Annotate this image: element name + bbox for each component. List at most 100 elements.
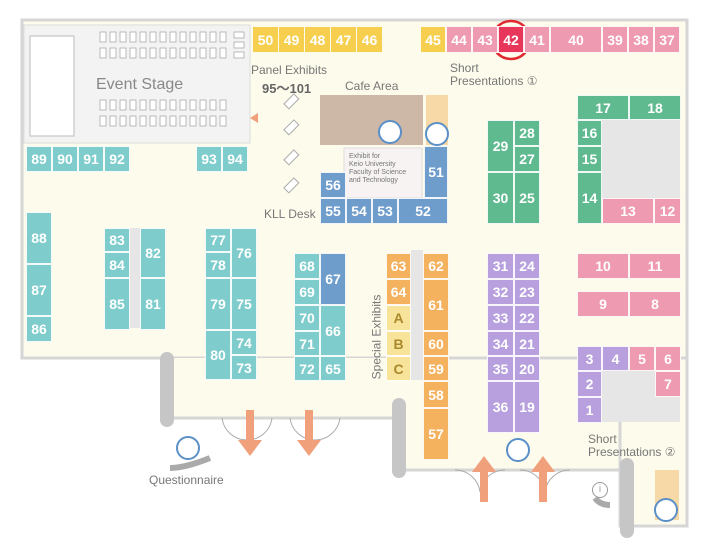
kll-desk-label: KLL Desk bbox=[264, 207, 316, 221]
booth-41[interactable]: 41 bbox=[524, 26, 550, 53]
special-booth-b[interactable]: B bbox=[386, 331, 411, 356]
booth-49[interactable]: 49 bbox=[278, 26, 305, 53]
booth-7[interactable]: 7 bbox=[655, 371, 681, 397]
booth-43[interactable]: 43 bbox=[472, 26, 498, 53]
questionnaire-label: Questionnaire bbox=[149, 473, 224, 487]
booth-39[interactable]: 39 bbox=[602, 26, 628, 53]
booth-29[interactable]: 29 bbox=[487, 120, 514, 172]
booth-88[interactable]: 88 bbox=[26, 212, 52, 264]
booth-67[interactable]: 67 bbox=[320, 253, 346, 305]
booth-78[interactable]: 78 bbox=[205, 252, 231, 278]
booth-93[interactable]: 93 bbox=[196, 146, 222, 172]
booth-9[interactable]: 9 bbox=[577, 291, 629, 317]
booth-71[interactable]: 71 bbox=[294, 331, 320, 356]
booth-52[interactable]: 52 bbox=[398, 198, 448, 224]
booth-1[interactable]: 1 bbox=[577, 397, 602, 423]
booth-60[interactable]: 60 bbox=[423, 331, 449, 356]
booth-35[interactable]: 35 bbox=[487, 356, 514, 381]
booth-53[interactable]: 53 bbox=[372, 198, 398, 224]
booth-14[interactable]: 14 bbox=[577, 172, 602, 224]
booth-74[interactable]: 74 bbox=[231, 330, 257, 355]
booth-55[interactable]: 55 bbox=[320, 198, 346, 224]
booth-3[interactable]: 3 bbox=[577, 346, 602, 371]
booth-21[interactable]: 21 bbox=[514, 331, 540, 356]
booth-18[interactable]: 18 bbox=[629, 95, 681, 120]
booth-91[interactable]: 91 bbox=[78, 146, 104, 172]
booth-94[interactable]: 94 bbox=[222, 146, 248, 172]
special-booth-c[interactable]: C bbox=[386, 356, 411, 381]
info-icon: i bbox=[592, 482, 608, 498]
booth-4[interactable]: 4 bbox=[602, 346, 629, 371]
booth-59[interactable]: 59 bbox=[423, 356, 449, 381]
booth-68[interactable]: 68 bbox=[294, 253, 320, 279]
booth-87[interactable]: 87 bbox=[26, 264, 52, 316]
booth-80[interactable]: 80 bbox=[205, 330, 231, 380]
booth-25[interactable]: 25 bbox=[514, 172, 540, 224]
booth-32[interactable]: 32 bbox=[487, 279, 514, 305]
booth-92[interactable]: 92 bbox=[104, 146, 130, 172]
booth-40[interactable]: 40 bbox=[550, 26, 602, 53]
booth-86[interactable]: 86 bbox=[26, 316, 52, 342]
booth-45[interactable]: 45 bbox=[420, 26, 446, 53]
booth-30[interactable]: 30 bbox=[487, 172, 514, 224]
booth-77[interactable]: 77 bbox=[205, 228, 231, 252]
booth-48[interactable]: 48 bbox=[304, 26, 331, 53]
booth-76[interactable]: 76 bbox=[231, 228, 257, 278]
booth-13[interactable]: 13 bbox=[602, 198, 654, 224]
special-booth-a[interactable]: A bbox=[386, 305, 411, 331]
booth-58[interactable]: 58 bbox=[423, 381, 449, 408]
booth-17[interactable]: 17 bbox=[577, 95, 629, 120]
booth-33[interactable]: 33 bbox=[487, 305, 514, 331]
booth-54[interactable]: 54 bbox=[346, 198, 372, 224]
booth-51[interactable]: 51 bbox=[424, 146, 448, 198]
booth-75[interactable]: 75 bbox=[231, 278, 257, 330]
booth-22[interactable]: 22 bbox=[514, 305, 540, 331]
booth-31[interactable]: 31 bbox=[487, 253, 514, 279]
booth-2[interactable]: 2 bbox=[577, 371, 602, 397]
booth-42[interactable]: 42 bbox=[498, 26, 524, 53]
booth-84[interactable]: 84 bbox=[104, 252, 130, 278]
booth-81[interactable]: 81 bbox=[140, 278, 166, 330]
booth-16[interactable]: 16 bbox=[577, 120, 602, 146]
booth-15[interactable]: 15 bbox=[577, 146, 602, 172]
booth-27[interactable]: 27 bbox=[514, 146, 540, 172]
booth-34[interactable]: 34 bbox=[487, 331, 514, 356]
booth-47[interactable]: 47 bbox=[330, 26, 357, 53]
booth-82[interactable]: 82 bbox=[140, 228, 166, 278]
booth-69[interactable]: 69 bbox=[294, 279, 320, 305]
booth-90[interactable]: 90 bbox=[52, 146, 78, 172]
booth-19[interactable]: 19 bbox=[514, 381, 540, 433]
booth-56[interactable]: 56 bbox=[320, 172, 346, 198]
booth-37[interactable]: 37 bbox=[654, 26, 680, 53]
booth-62[interactable]: 62 bbox=[423, 253, 449, 279]
booth-20[interactable]: 20 bbox=[514, 356, 540, 381]
booth-85[interactable]: 85 bbox=[104, 278, 130, 330]
booth-8[interactable]: 8 bbox=[629, 291, 681, 317]
booth-10[interactable]: 10 bbox=[577, 253, 629, 279]
booth-12[interactable]: 12 bbox=[654, 198, 681, 224]
booth-70[interactable]: 70 bbox=[294, 305, 320, 331]
booth-61[interactable]: 61 bbox=[423, 279, 449, 331]
booth-28[interactable]: 28 bbox=[514, 120, 540, 146]
booth-63[interactable]: 63 bbox=[386, 253, 411, 279]
booth-64[interactable]: 64 bbox=[386, 279, 411, 305]
booth-73[interactable]: 73 bbox=[231, 355, 257, 380]
booth-23[interactable]: 23 bbox=[514, 279, 540, 305]
booth-11[interactable]: 11 bbox=[629, 253, 681, 279]
booth-50[interactable]: 50 bbox=[252, 26, 279, 53]
booth-24[interactable]: 24 bbox=[514, 253, 540, 279]
booth-6[interactable]: 6 bbox=[655, 346, 681, 371]
booth-83[interactable]: 83 bbox=[104, 228, 130, 252]
booth-79[interactable]: 79 bbox=[205, 278, 231, 330]
booth-44[interactable]: 44 bbox=[446, 26, 472, 53]
booth-66[interactable]: 66 bbox=[320, 305, 346, 356]
booth-46[interactable]: 46 bbox=[356, 26, 383, 53]
booth-36[interactable]: 36 bbox=[487, 381, 514, 433]
booth-38[interactable]: 38 bbox=[628, 26, 654, 53]
booth-89[interactable]: 89 bbox=[26, 146, 52, 172]
booth-5[interactable]: 5 bbox=[629, 346, 655, 371]
booth-57[interactable]: 57 bbox=[423, 408, 449, 460]
booth-72[interactable]: 72 bbox=[294, 356, 320, 381]
booth-65[interactable]: 65 bbox=[320, 356, 346, 381]
